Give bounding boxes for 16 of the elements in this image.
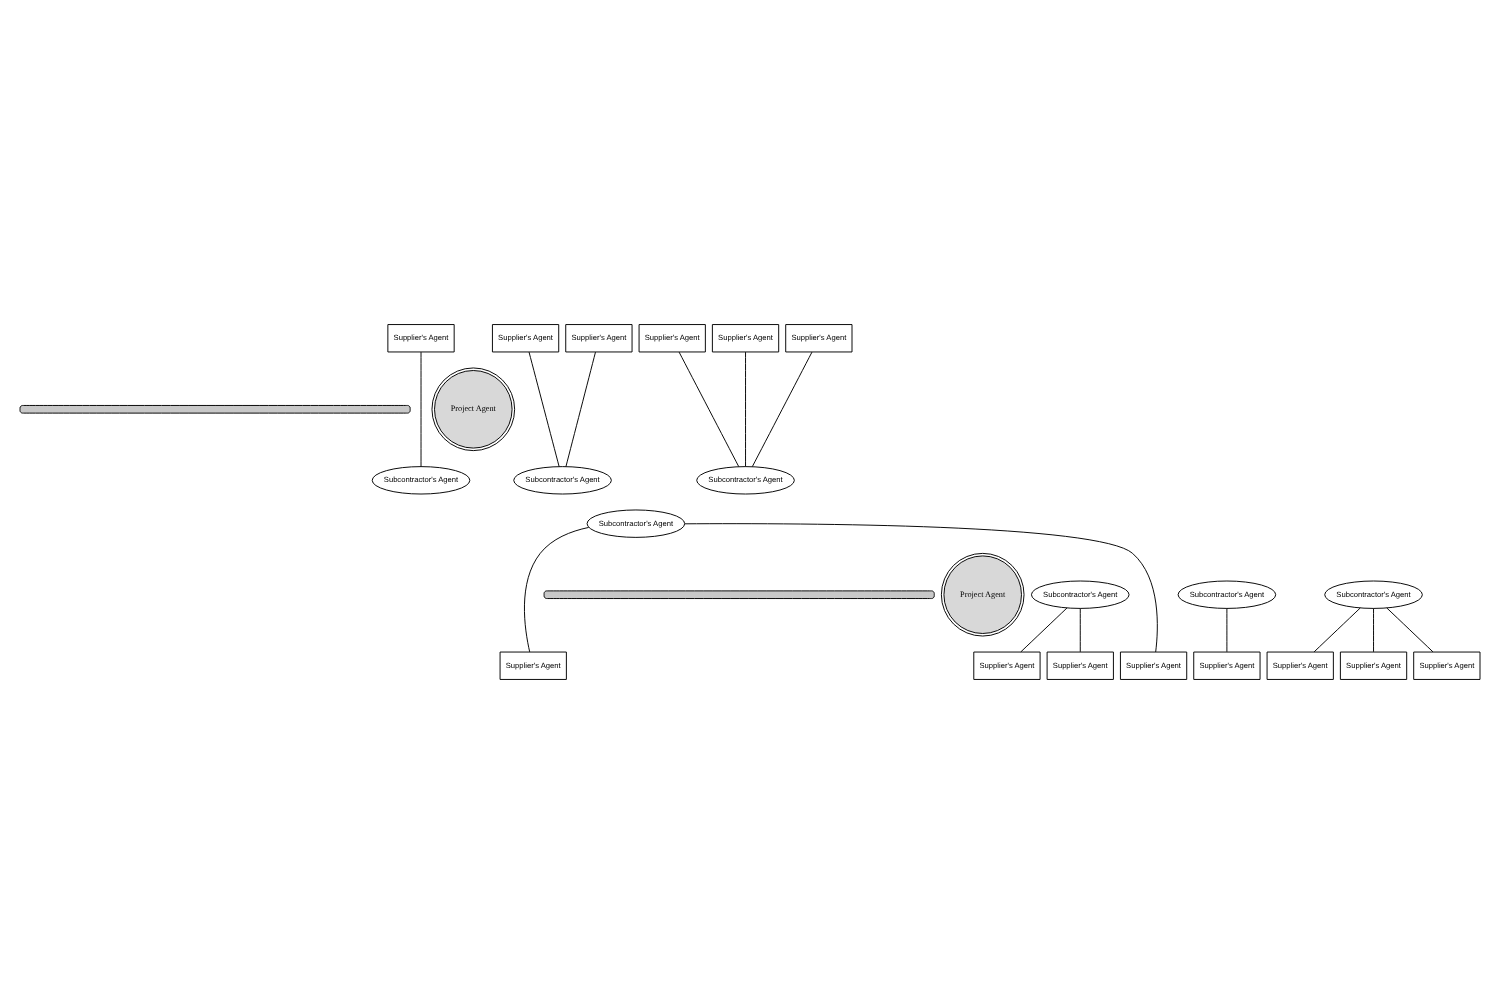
connector bbox=[420, 350, 422, 467]
connector bbox=[1373, 607, 1374, 652]
connector bbox=[524, 525, 590, 652]
connector bbox=[1020, 606, 1068, 652]
connector bbox=[528, 350, 560, 467]
node-cylinder bbox=[19, 403, 411, 413]
node-cylinder bbox=[543, 589, 935, 598]
connector bbox=[1226, 607, 1228, 652]
connector bbox=[745, 350, 746, 467]
connector bbox=[684, 522, 1158, 652]
connector bbox=[678, 350, 740, 467]
connector bbox=[565, 350, 596, 467]
connector bbox=[751, 350, 813, 467]
connector bbox=[1386, 606, 1434, 652]
connector bbox=[1313, 606, 1361, 652]
connector bbox=[1079, 607, 1081, 652]
